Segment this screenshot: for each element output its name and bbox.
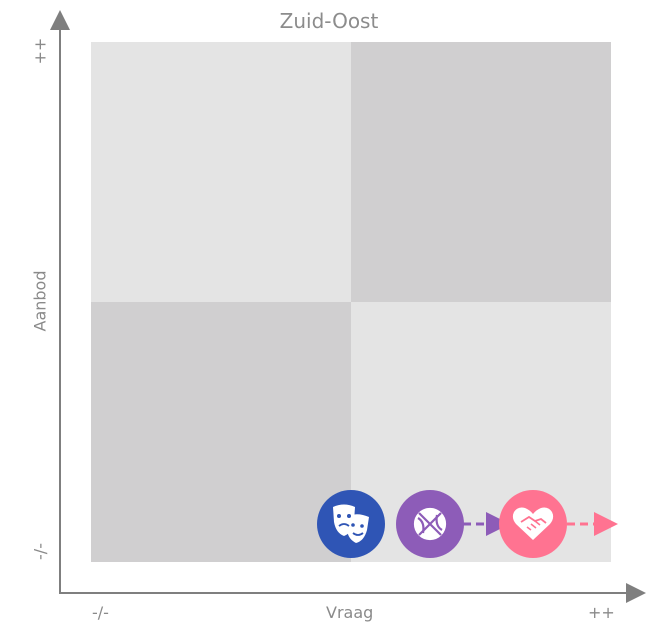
theatre-item [317,490,385,558]
y-axis-min-label: -/- [30,543,50,560]
x-axis-label: Vraag [326,603,374,622]
x-axis-max-label: ++ [588,603,615,622]
theatre-masks-icon [333,504,369,543]
y-axis-max-label: ++ [30,37,50,65]
sport-item [396,490,464,558]
y-axis-label: Aanbod [30,270,50,332]
quadrant-bottom-right [351,302,611,562]
quadrant-bottom-left [91,302,351,562]
x-axis-min-label: -/- [92,603,109,622]
quadrant-top-left [91,42,351,302]
diagram-title: Zuid-Oost [279,9,379,33]
care-item [499,490,567,558]
basketball-icon [413,507,447,541]
heart-handshake-icon [512,507,554,540]
quadrant-top-right [351,42,611,302]
